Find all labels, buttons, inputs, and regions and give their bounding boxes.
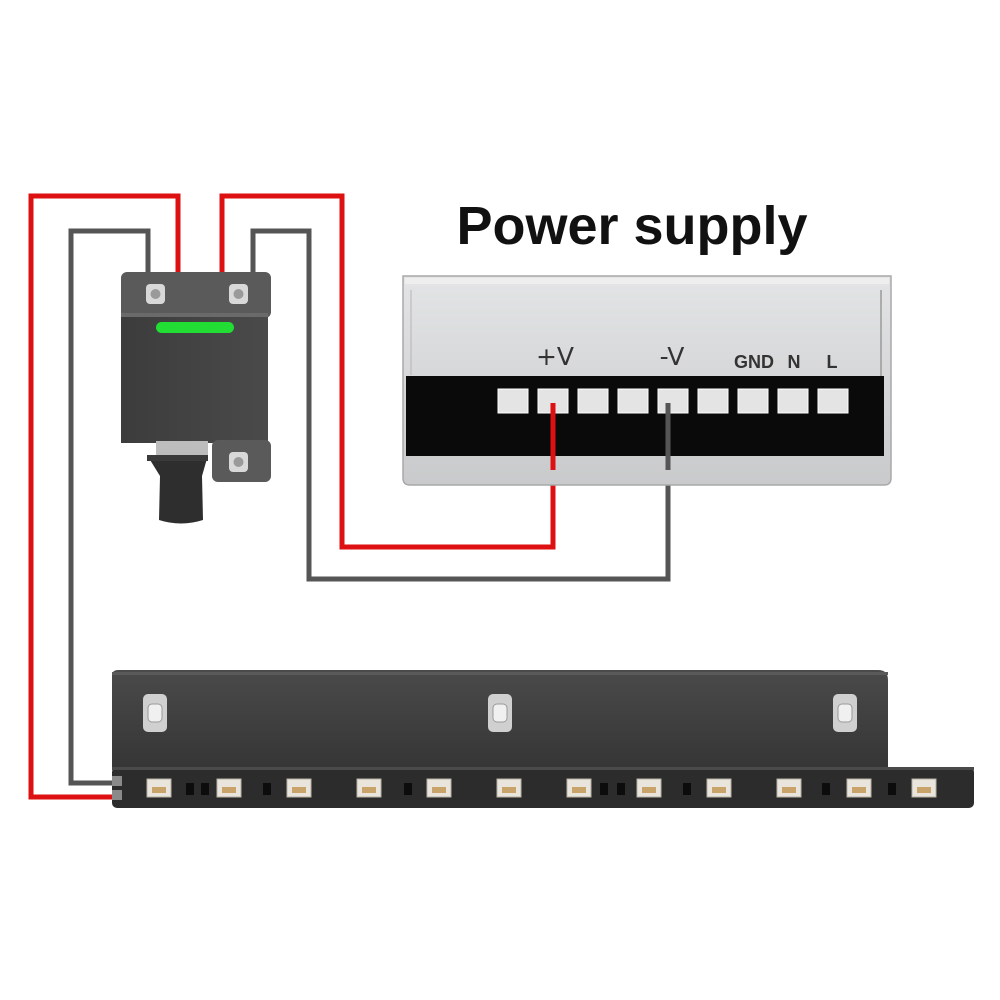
led-chip-core (502, 787, 516, 793)
led-strip-pcb (112, 767, 974, 808)
led-chip-core (642, 787, 656, 793)
resistor (186, 783, 194, 795)
dimmer-knob[interactable] (147, 455, 208, 524)
terminal-screw (777, 388, 809, 414)
resistor (600, 783, 608, 795)
positive-wire-to-psu (219, 193, 556, 550)
negative-wire-to-psu (250, 228, 671, 582)
led-chips (146, 778, 937, 798)
terminal-label-negative: -V (660, 342, 685, 371)
resistor (201, 783, 209, 795)
terminal-label-positive: +V (536, 342, 574, 371)
resistor (888, 783, 896, 795)
power-supply: +V -V GND N L (402, 275, 892, 486)
terminal-screw (657, 388, 689, 414)
positive-wire-to-strip (28, 193, 181, 800)
resistor (617, 783, 625, 795)
led-chip-core (712, 787, 726, 793)
resistor (263, 783, 271, 795)
screw-icon (143, 694, 167, 732)
terminal-label-ground: GND (734, 352, 774, 372)
indicator-led (156, 322, 234, 333)
screw-icon (229, 284, 248, 304)
terminal-screw (737, 388, 769, 414)
controller-body (121, 313, 268, 443)
led-chip-core (362, 787, 376, 793)
screw-icon (488, 694, 512, 732)
led-chip-core (152, 787, 166, 793)
led-strip (112, 670, 974, 808)
terminal-screw (617, 388, 649, 414)
led-chip-core (432, 787, 446, 793)
wires (28, 193, 671, 800)
diagram-title: Power supply (456, 196, 807, 256)
terminal-screw (817, 388, 849, 414)
terminal-screw (697, 388, 729, 414)
solder-pad (112, 776, 122, 786)
led-chip-core (572, 787, 586, 793)
resistor (683, 783, 691, 795)
terminal-label-neutral: N (788, 352, 801, 372)
led-chip-core (782, 787, 796, 793)
terminal-block (406, 376, 884, 456)
resistor (404, 783, 412, 795)
screw-icon (146, 284, 165, 304)
knob-shaft (156, 441, 208, 455)
dimmer-controller (121, 272, 271, 524)
led-chip-core (917, 787, 931, 793)
led-chip-core (852, 787, 866, 793)
controller-top-flange (121, 272, 271, 318)
solder-pad (112, 790, 122, 800)
terminal-screw (497, 388, 529, 414)
led-chip-core (292, 787, 306, 793)
led-chip-core (222, 787, 236, 793)
screw-icon (229, 452, 248, 472)
terminal-label-line: L (827, 352, 838, 372)
resistor (822, 783, 830, 795)
terminal-screw (577, 388, 609, 414)
screw-icon (833, 694, 857, 732)
negative-wire-to-strip (68, 228, 151, 786)
